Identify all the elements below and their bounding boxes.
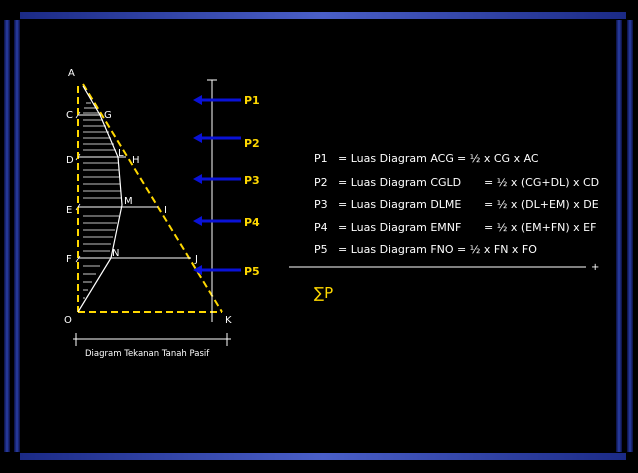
formula-desc: = Luas Diagram CGLD bbox=[338, 176, 462, 189]
division-lines bbox=[78, 114, 191, 259]
force-label-p1: P1 bbox=[244, 94, 260, 107]
force-label-p5: P5 bbox=[244, 265, 260, 278]
point-label-h: H bbox=[132, 155, 140, 166]
formula-name: P2 bbox=[314, 176, 328, 189]
point-label-j: J bbox=[194, 254, 198, 265]
formula-expr: = ½ x CG x AC bbox=[457, 152, 539, 165]
formula-name: P4 bbox=[314, 221, 328, 234]
dimension-line bbox=[73, 333, 231, 346]
frame-right-bar-outer bbox=[627, 20, 633, 452]
force-arrow-p5 bbox=[193, 265, 241, 275]
diagram-caption: Diagram Tekanan Tanah Pasif bbox=[85, 349, 210, 359]
frame-left-bar-outer bbox=[4, 20, 10, 452]
point-label-d: D bbox=[66, 155, 74, 166]
force-arrow-p4 bbox=[193, 216, 241, 226]
frame-bottom-bar bbox=[20, 453, 626, 460]
point-label-k: K bbox=[225, 315, 232, 326]
sum-plus-sign: + bbox=[591, 262, 600, 273]
formula-desc: = Luas Diagram EMNF bbox=[338, 221, 462, 234]
formula-name: P3 bbox=[314, 198, 328, 211]
point-label-m: M bbox=[124, 196, 133, 207]
frame-top-bar bbox=[20, 12, 626, 19]
frame-left-bar-inner bbox=[14, 20, 20, 452]
point-label-e: E bbox=[66, 205, 72, 216]
point-label-f: F bbox=[66, 254, 72, 265]
hatch-lines bbox=[83, 102, 121, 299]
formula-desc: = Luas Diagram ACG bbox=[338, 152, 454, 165]
sum-symbol: ∑P bbox=[314, 284, 334, 302]
formula-expr: = ½ x FN x FO bbox=[457, 243, 537, 256]
formula-desc: = Luas Diagram DLME bbox=[338, 198, 462, 211]
frame-right-bar-inner bbox=[616, 20, 622, 452]
point-label-a: A bbox=[68, 68, 75, 79]
force-arrows bbox=[193, 95, 241, 275]
formula-expr: = ½ x (CG+DL) x CD bbox=[484, 176, 600, 189]
point-label-o: O bbox=[64, 315, 72, 326]
force-arrow-p3 bbox=[193, 174, 241, 184]
formula-expr: = ½ x (DL+EM) x DE bbox=[484, 198, 599, 211]
formula-expr: = ½ x (EM+FN) x EF bbox=[484, 221, 597, 234]
point-label-l: L bbox=[118, 148, 124, 159]
force-label-p3: P3 bbox=[244, 174, 260, 187]
force-label-p4: P4 bbox=[244, 216, 260, 229]
force-label-p2: P2 bbox=[244, 137, 260, 150]
point-label-n: N bbox=[112, 248, 119, 259]
formula-name: P5 bbox=[314, 243, 328, 256]
force-arrow-p2 bbox=[193, 133, 241, 143]
point-label-c: C bbox=[66, 110, 73, 121]
pressure-curve bbox=[77, 85, 123, 313]
formula-name: P1 bbox=[314, 152, 328, 165]
hypotenuse-dashed-line bbox=[82, 83, 223, 313]
point-label-i: I bbox=[164, 205, 167, 216]
formula-desc: = Luas Diagram FNO bbox=[338, 243, 454, 256]
point-label-g: G bbox=[104, 110, 112, 121]
force-arrow-p1 bbox=[193, 95, 241, 105]
